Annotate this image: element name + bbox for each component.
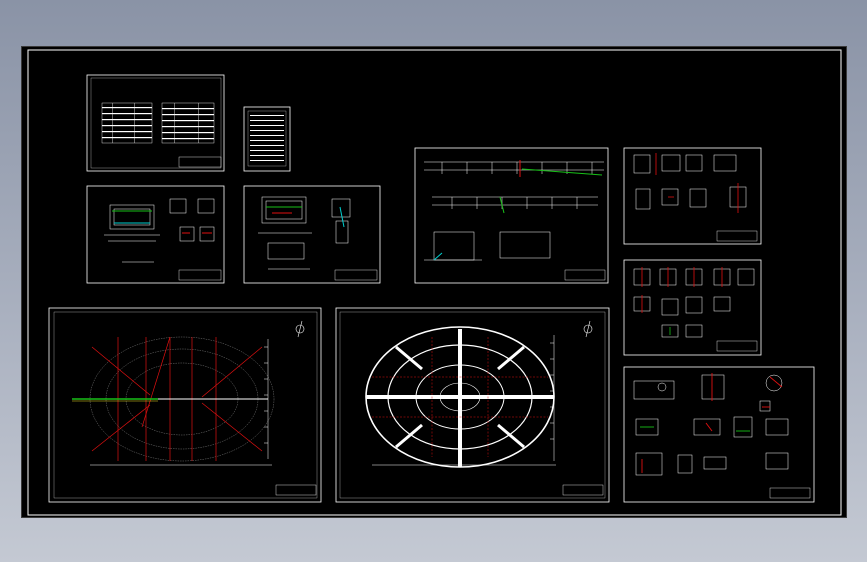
detail-drawings bbox=[633, 154, 747, 210]
index-table-right bbox=[161, 102, 215, 144]
sheet-section-a[interactable] bbox=[86, 185, 225, 284]
sheet-inner-frame bbox=[53, 311, 318, 499]
sheet-frame bbox=[243, 106, 291, 172]
detail-drawings bbox=[633, 374, 789, 476]
sheet-frame bbox=[86, 185, 225, 284]
section-highlights bbox=[266, 206, 345, 228]
sheet-plan-pipes[interactable] bbox=[48, 307, 322, 503]
plan-main-pipe bbox=[72, 398, 268, 402]
cad-drawing-canvas[interactable] bbox=[22, 47, 848, 519]
title-block bbox=[769, 487, 811, 499]
plan-dashes-red bbox=[372, 337, 548, 457]
sheet-frame bbox=[623, 259, 762, 356]
title-block bbox=[178, 269, 222, 281]
title-block bbox=[716, 230, 758, 242]
sheet-inner-frame bbox=[339, 311, 606, 499]
detail-highlights bbox=[640, 373, 783, 473]
sheet-frame bbox=[623, 366, 815, 503]
north-arrow-icon bbox=[583, 320, 593, 338]
title-block bbox=[275, 484, 317, 496]
title-block bbox=[178, 156, 222, 168]
sheet-details-1[interactable] bbox=[623, 147, 762, 245]
plan-tick-axis bbox=[372, 335, 556, 466]
detail-highlights bbox=[655, 153, 739, 213]
sheet-details-2[interactable] bbox=[623, 259, 762, 356]
detail-highlights bbox=[641, 267, 723, 335]
profile-highlights bbox=[433, 160, 603, 261]
title-block bbox=[334, 269, 378, 281]
section-drawing bbox=[258, 196, 351, 270]
profile-lines bbox=[424, 161, 604, 261]
sheet-frame bbox=[335, 307, 610, 503]
sheet-section-b[interactable] bbox=[243, 185, 381, 284]
notes-table bbox=[247, 110, 287, 167]
sheet-frame bbox=[243, 185, 381, 284]
plan-spokes bbox=[366, 329, 554, 467]
sheet-frame bbox=[48, 307, 322, 503]
title-block bbox=[564, 269, 606, 281]
sheet-notes[interactable] bbox=[243, 106, 291, 172]
sheet-plan-structure[interactable] bbox=[335, 307, 610, 503]
section-highlights bbox=[112, 210, 212, 234]
sheet-frame bbox=[414, 147, 609, 284]
north-arrow-icon bbox=[295, 320, 305, 338]
title-block bbox=[716, 340, 758, 352]
sheet-frame bbox=[623, 147, 762, 245]
cad-model-viewport[interactable] bbox=[21, 46, 847, 518]
plan-tick-axis bbox=[90, 339, 272, 466]
drawing-outer-border bbox=[27, 49, 842, 516]
section-drawing bbox=[104, 198, 215, 263]
index-table-left bbox=[101, 102, 153, 144]
plan-pipes-red bbox=[91, 336, 263, 461]
sheet-profile[interactable] bbox=[414, 147, 609, 284]
sheet-inner-frame bbox=[90, 77, 222, 169]
sheet-details-3[interactable] bbox=[623, 366, 815, 503]
sheet-frame bbox=[86, 74, 225, 172]
title-block bbox=[562, 484, 604, 496]
sheet-index[interactable] bbox=[86, 74, 225, 172]
